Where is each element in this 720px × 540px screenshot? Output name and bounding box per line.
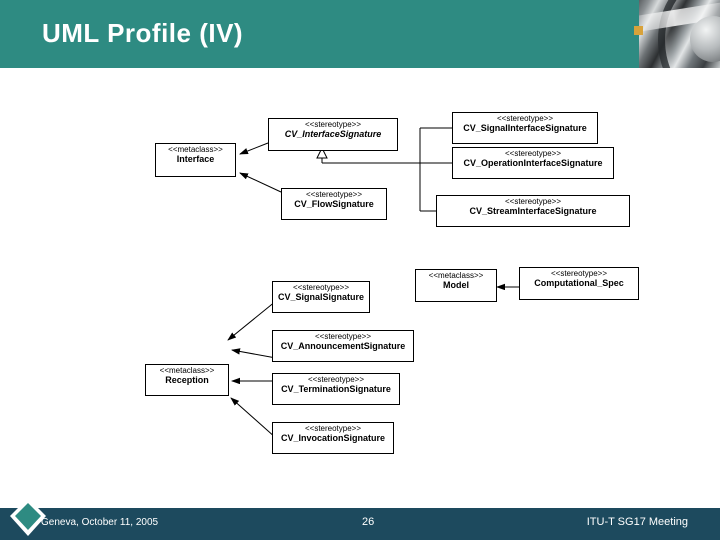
footer-location-date: Geneva, October 11, 2005 [41, 517, 159, 528]
uml-class-cv-stream-interface-signature[interactable]: <<stereotype>> CV_StreamInterfaceSignatu… [436, 195, 630, 227]
stereotype-keyword: <<stereotype>> [504, 197, 562, 206]
stereotype-keyword: <<stereotype>> [304, 120, 362, 129]
diamond-logo [10, 498, 46, 536]
class-name: Model [443, 280, 469, 291]
uml-class-cv-announcement-signature[interactable]: <<stereotype>> CV_AnnouncementSignature [272, 330, 414, 362]
generalization-triangle [316, 146, 328, 159]
photo-accent-tab [634, 26, 643, 35]
photo-orb-shape [690, 16, 720, 62]
uml-profile-diagram: <<metaclass>> Interface <<stereotype>> C… [0, 68, 720, 493]
class-name: Computational_Spec [534, 278, 624, 289]
abstract-metallic-photo [632, 0, 720, 68]
stereotype-keyword: <<stereotype>> [307, 375, 365, 384]
uml-class-cv-flow-signature[interactable]: <<stereotype>> CV_FlowSignature [281, 188, 387, 220]
footer-meeting-name: ITU-T SG17 Meeting [586, 516, 688, 528]
class-name: CV_TerminationSignature [281, 384, 391, 395]
class-name: CV_SignalSignature [277, 292, 365, 303]
stereotype-keyword: <<stereotype>> [292, 283, 350, 292]
uml-class-cv-interface-signature[interactable]: <<stereotype>> CV_InterfaceSignature [268, 118, 398, 151]
class-name: CV_SignalInterfaceSignature [463, 123, 587, 134]
stereotype-keyword: <<stereotype>> [504, 149, 562, 158]
class-name: CV_AnnouncementSignature [280, 341, 406, 352]
uml-class-interface[interactable]: <<metaclass>> Interface [155, 143, 236, 177]
uml-class-reception[interactable]: <<metaclass>> Reception [145, 364, 229, 396]
stereotype-keyword: <<stereotype>> [304, 424, 362, 433]
stereotype-keyword: <<stereotype>> [550, 269, 608, 278]
class-name: CV_FlowSignature [294, 199, 374, 210]
class-name: Interface [176, 154, 215, 165]
stereotype-keyword: <<metaclass>> [159, 366, 215, 375]
uml-class-model[interactable]: <<metaclass>> Model [415, 269, 497, 302]
uml-class-cv-termination-signature[interactable]: <<stereotype>> CV_TerminationSignature [272, 373, 400, 405]
uml-class-cv-signal-signature[interactable]: <<stereotype>> CV_SignalSignature [272, 281, 370, 313]
stereotype-keyword: <<stereotype>> [496, 114, 554, 123]
class-name: CV_StreamInterfaceSignature [469, 206, 597, 217]
slide-footer: Geneva, October 11, 2005 26 ITU-T SG17 M… [0, 508, 720, 540]
class-name: CV_OperationInterfaceSignature [463, 158, 603, 169]
stereotype-keyword: <<stereotype>> [314, 332, 372, 341]
class-name: CV_InterfaceSignature [284, 129, 382, 140]
page-title: UML Profile (IV) [42, 18, 244, 48]
stereotype-keyword: <<metaclass>> [428, 271, 484, 280]
uml-class-cv-signal-interface-signature[interactable]: <<stereotype>> CV_SignalInterfaceSignatu… [452, 112, 598, 144]
class-name: CV_InvocationSignature [280, 433, 386, 444]
page-number: 26 [362, 516, 375, 528]
stereotype-keyword: <<stereotype>> [305, 190, 363, 199]
photo-ring-shape [658, 0, 720, 68]
class-name: Reception [165, 375, 209, 386]
stereotype-keyword: <<metaclass>> [168, 145, 223, 154]
uml-class-cv-invocation-signature[interactable]: <<stereotype>> CV_InvocationSignature [272, 422, 394, 454]
uml-class-cv-operation-interface-signature[interactable]: <<stereotype>> CV_OperationInterfaceSign… [452, 147, 614, 179]
uml-class-computational-spec[interactable]: <<stereotype>> Computational_Spec [519, 267, 639, 300]
slide-header: UML Profile (IV) [0, 0, 720, 68]
